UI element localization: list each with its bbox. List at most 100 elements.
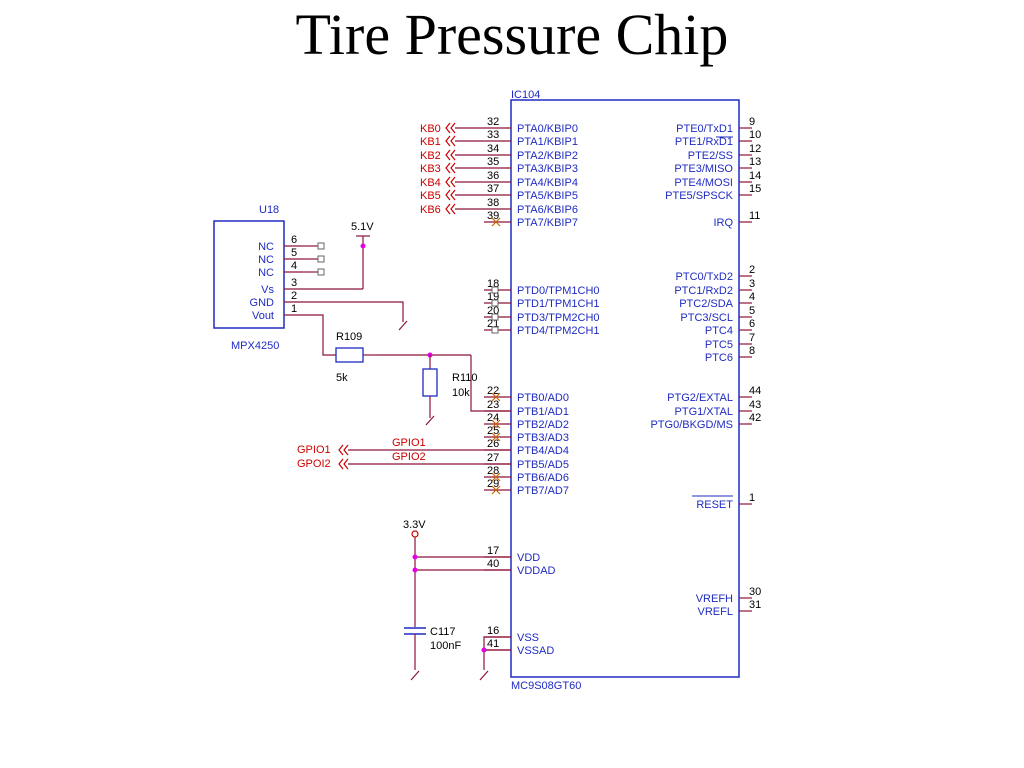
u18-gnd-net xyxy=(302,301,408,331)
pin-name: PTE2/SS xyxy=(688,150,733,162)
pin-name: PTE3/MISO xyxy=(674,163,733,175)
kb-net-label: KB6 xyxy=(420,203,484,216)
pin-terminal xyxy=(491,313,499,321)
pin-number: 14 xyxy=(749,170,761,182)
pin-number: 12 xyxy=(749,143,761,155)
c117-value: 100nF xyxy=(430,640,461,652)
pin-number: 28 xyxy=(487,465,499,477)
pin-name: PTE0/TxD1 xyxy=(676,123,733,135)
ic104-part: MC9S08GT60 xyxy=(511,680,581,692)
pin-number: 3 xyxy=(291,277,297,289)
pin-name: PTB6/AD6 xyxy=(517,472,569,484)
u18-pin: 5NC xyxy=(258,247,325,266)
pin-name: PTD1/TPM1CH1 xyxy=(517,298,600,310)
u18-pin: 4NC xyxy=(258,260,325,279)
pin-name: PTA6/KBIP6 xyxy=(517,204,578,216)
kb-net-label: KB5 xyxy=(420,189,484,202)
pin-name: PTA4/KBIP4 xyxy=(517,177,578,189)
pin-number: 44 xyxy=(749,385,761,397)
pin-number: 4 xyxy=(749,291,755,303)
pin-name: PTD0/TPM1CH0 xyxy=(517,285,600,297)
u18-part: MPX4250 xyxy=(231,340,279,352)
pin-name: GND xyxy=(250,297,275,309)
pin-name: PTB4/AD4 xyxy=(517,445,569,457)
pin-name: NC xyxy=(258,267,274,279)
c117-ref: C117 xyxy=(430,626,455,638)
pin-name: PTB3/AD3 xyxy=(517,432,569,444)
pin-terminal xyxy=(491,299,499,307)
r109-body xyxy=(335,347,364,363)
pin-name: PTB5/AD5 xyxy=(517,459,569,471)
pin-number: 7 xyxy=(749,332,755,344)
pin-number: 16 xyxy=(487,625,499,637)
pin-number: 6 xyxy=(749,318,755,330)
pin-terminal xyxy=(491,286,499,294)
pin-name: PTD4/TPM2CH1 xyxy=(517,325,600,337)
pin-number: 2 xyxy=(749,264,755,276)
kb-label-text: KB4 xyxy=(420,177,441,189)
noconnect-marker xyxy=(491,485,501,495)
pin-number: 13 xyxy=(749,156,761,168)
pin-name: Vs xyxy=(261,284,274,296)
pin-number: 27 xyxy=(487,452,499,464)
pin-name: PTA2/KBIP2 xyxy=(517,150,578,162)
pin-number: 35 xyxy=(487,156,499,168)
pin-number: 8 xyxy=(749,345,755,357)
r109-ref: R109 xyxy=(336,331,362,343)
kb-label-text: KB5 xyxy=(420,190,441,202)
pin-name: PTA5/KBIP5 xyxy=(517,190,578,202)
pin-name: PTC1/RxD2 xyxy=(674,285,733,297)
kb-net-label: KB0 xyxy=(420,122,484,135)
pin-name: PTD3/TPM2CH0 xyxy=(517,312,600,324)
pin-number: 40 xyxy=(487,558,499,570)
pin-name: VDD xyxy=(517,552,540,564)
ic104-body xyxy=(510,99,740,678)
pin-name: Vout xyxy=(252,310,274,322)
gpio2-port-label: GPOI2 xyxy=(297,458,331,470)
pin-terminal xyxy=(317,255,325,263)
pin-number: 33 xyxy=(487,129,499,141)
kb-label-text: KB2 xyxy=(420,150,441,162)
pin-number: 15 xyxy=(749,183,761,195)
pin-number: 34 xyxy=(487,143,499,155)
pin-number: 9 xyxy=(749,116,755,128)
pin-name: NC xyxy=(258,254,274,266)
r110-value: 10k xyxy=(452,387,470,399)
pin-number: 43 xyxy=(749,399,761,411)
pin-number: 6 xyxy=(291,234,297,246)
pin-number: 11 xyxy=(749,210,760,222)
r110-body xyxy=(422,368,438,397)
noconnect-marker xyxy=(491,217,501,227)
pin-name: PTB1/AD1 xyxy=(517,406,569,418)
pin-name: PTB7/AD7 xyxy=(517,485,569,497)
pin-name: PTA1/KBIP1 xyxy=(517,136,578,148)
pin-number: 30 xyxy=(749,586,761,598)
pin-name: PTA0/KBIP0 xyxy=(517,123,578,135)
pin-name: PTC5 xyxy=(705,339,733,351)
kb-label-text: KB0 xyxy=(420,123,441,135)
pin-number: 41 xyxy=(487,638,499,650)
gpio-net: GPIO1 GPOI2 GPIO1 GPIO2 xyxy=(297,437,511,470)
pin-name: VSSAD xyxy=(517,645,554,657)
pin-name: PTA7/KBIP7 xyxy=(517,217,578,229)
pin-number: 23 xyxy=(487,399,499,411)
